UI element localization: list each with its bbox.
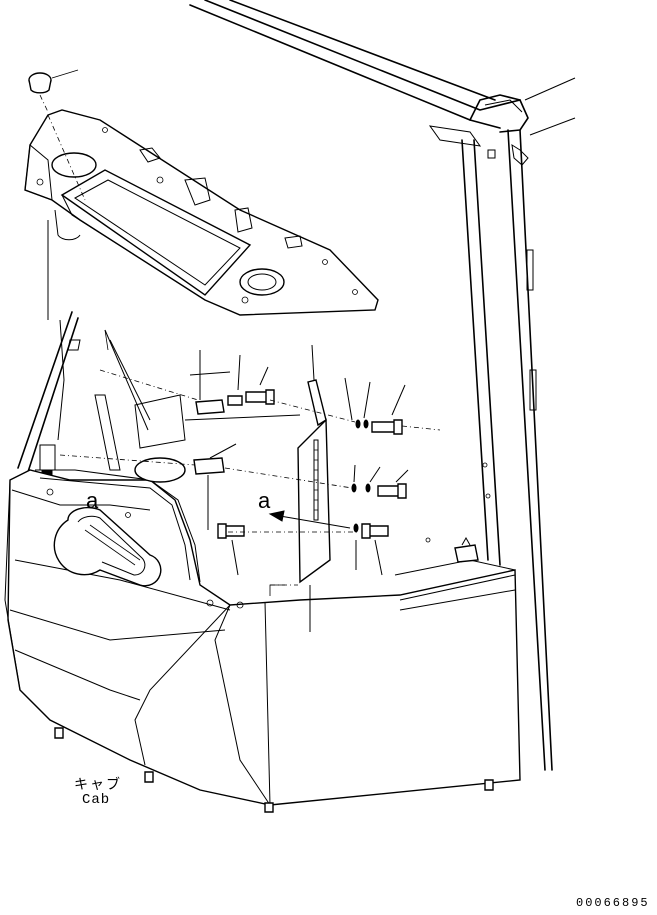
clip-bracket-lower <box>193 443 237 530</box>
view-label-a-left: a <box>86 488 99 513</box>
front-console <box>4 469 521 813</box>
view-arrow-a <box>268 510 351 529</box>
cover-plate <box>297 344 331 632</box>
inner-bracket-area <box>94 329 301 483</box>
view-label-a-right: a <box>258 488 271 513</box>
bolt-upper-left <box>245 366 275 405</box>
bolt-lower-left <box>217 523 245 576</box>
washer-middle <box>351 464 381 493</box>
washer-lower <box>353 523 359 570</box>
bolt-lower-right <box>361 523 389 576</box>
clip-bracket-upper <box>195 350 243 415</box>
bolt-middle-right <box>377 469 409 499</box>
cab-label-japanese: キャブ <box>74 776 122 792</box>
upper-panel-plate <box>24 109 379 316</box>
cab-label-english: Cab <box>82 792 111 808</box>
front-pillar <box>17 220 81 481</box>
leader-lines <box>104 329 285 596</box>
bolt-upper-right <box>371 384 406 435</box>
washer-upper <box>344 377 371 429</box>
drawing-number: 00066895 <box>576 896 650 910</box>
knob <box>28 69 86 201</box>
roof-beam <box>189 0 576 147</box>
right-lower-bracket <box>425 462 491 563</box>
rear-pillar <box>461 129 553 771</box>
